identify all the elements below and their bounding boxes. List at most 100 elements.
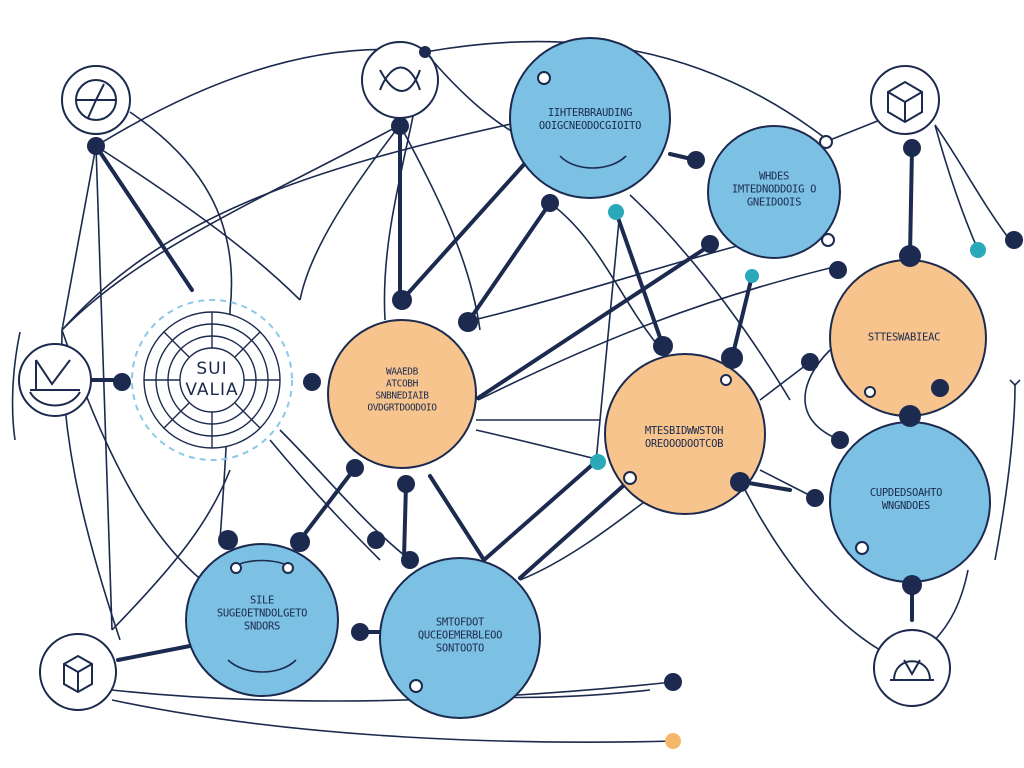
edge: [299, 124, 401, 301]
node-bottom-left[interactable]: [185, 543, 339, 697]
connector-dot[interactable]: [806, 489, 824, 507]
edge: [629, 194, 791, 401]
open-ring[interactable]: [819, 135, 833, 149]
connector-dot[interactable]: [541, 194, 559, 212]
cube-icon[interactable]: [870, 65, 940, 135]
label-line: ATCOBH: [386, 378, 418, 390]
edge: [595, 209, 621, 463]
connector-dot[interactable]: [367, 531, 385, 549]
connector-dot[interactable]: [290, 532, 310, 552]
connector-dot[interactable]: [351, 623, 369, 641]
open-ring[interactable]: [537, 71, 551, 85]
label-line: GNEIDOOIS: [746, 196, 802, 209]
connector-dot[interactable]: [1005, 231, 1023, 249]
edge: [428, 474, 486, 562]
orange-dot[interactable]: [665, 733, 681, 749]
connector-dot[interactable]: [903, 139, 921, 157]
label-line: MTESBIDWWSTOH: [644, 424, 724, 437]
label-top-center: IIHTERBRAUDING OOIGCNEODOCGIOITO: [539, 106, 642, 133]
chart-icon[interactable]: [18, 343, 92, 417]
label-line: SUGEOETNDOLGETO: [216, 607, 308, 620]
open-ring[interactable]: [230, 562, 242, 574]
label-line: SONTOOTO: [435, 642, 485, 655]
connector-dot[interactable]: [391, 117, 409, 135]
connector-dot[interactable]: [829, 261, 847, 279]
connector-dot[interactable]: [653, 336, 673, 356]
connector-dot[interactable]: [401, 551, 419, 569]
edge: [929, 569, 969, 646]
connector-dot[interactable]: [899, 245, 921, 267]
label-line: OVDGRTDOODOIO: [367, 401, 437, 413]
connector-dot[interactable]: [664, 673, 682, 691]
edge: [402, 482, 408, 560]
open-ring[interactable]: [855, 541, 869, 555]
connector-dot[interactable]: [87, 137, 105, 155]
open-ring[interactable]: [821, 233, 835, 247]
label-line: SILE: [249, 594, 275, 607]
arrowhead: [1009, 379, 1021, 386]
node-middle-orange[interactable]: [604, 353, 766, 515]
node-top-right[interactable]: [707, 125, 841, 259]
label-center-orange: WAAEDB ATCOBH SNBNEDIAIB OVDGRTDOODOIO: [367, 366, 437, 414]
label-line: QUCEOEMERBLEOO: [417, 629, 503, 642]
label-bottom-center: SMTOFDOT QUCEOEMERBLEOO SONTOOTO: [417, 616, 503, 655]
edge: [759, 361, 811, 401]
connector-dot[interactable]: [687, 151, 705, 169]
node-center-orange[interactable]: [327, 319, 477, 469]
open-rings: [230, 71, 876, 693]
label-middle-orange: MTESBIDWWSTOH OREOOODOOTCOB: [644, 424, 724, 451]
nodes: [185, 37, 991, 719]
cube-small-icon[interactable]: [39, 633, 117, 711]
connector-dot[interactable]: [899, 405, 921, 427]
open-ring[interactable]: [720, 374, 732, 386]
edge: [518, 476, 634, 580]
connector-dot[interactable]: [397, 475, 415, 493]
connector-dot[interactable]: [721, 347, 743, 369]
label-line: SNDORS: [243, 620, 281, 633]
teal-dot[interactable]: [970, 242, 986, 258]
edge: [279, 429, 411, 561]
connector-dot[interactable]: [701, 235, 719, 253]
connector-dot[interactable]: [218, 530, 238, 550]
label-line: IIHTERBRAUDING: [547, 106, 633, 119]
connector-dot[interactable]: [730, 472, 750, 492]
edge: [116, 643, 197, 662]
teal-dot[interactable]: [590, 454, 606, 470]
node-bottom-center[interactable]: [379, 557, 541, 719]
edge: [111, 681, 674, 702]
connector-dot[interactable]: [392, 290, 412, 310]
edge: [759, 469, 816, 499]
open-ring[interactable]: [409, 679, 423, 693]
open-ring[interactable]: [864, 386, 876, 398]
edge: [476, 242, 714, 400]
teal-dot[interactable]: [608, 204, 624, 220]
connector-dot[interactable]: [902, 575, 922, 595]
connector-dot[interactable]: [113, 373, 131, 391]
open-ring[interactable]: [623, 471, 637, 485]
connector-dot[interactable]: [458, 312, 478, 332]
compass-icon[interactable]: [61, 65, 131, 135]
open-ring[interactable]: [282, 562, 294, 574]
connector-dot[interactable]: [831, 431, 849, 449]
teal-dot[interactable]: [745, 269, 759, 283]
edge: [908, 146, 914, 258]
connector-dot[interactable]: [801, 353, 819, 371]
helmet-icon[interactable]: [873, 629, 951, 707]
connector-dot[interactable]: [419, 46, 431, 58]
globe-icon[interactable]: [361, 41, 439, 119]
edge: [95, 145, 301, 301]
hub-halo: [131, 299, 293, 461]
smile-arc: [559, 155, 627, 169]
connector-dot[interactable]: [303, 373, 321, 391]
connector-dot[interactable]: [346, 459, 364, 477]
edge: [94, 144, 194, 292]
label-line: WNGNDOES: [881, 500, 931, 512]
edge: [614, 210, 665, 348]
label-line: IMTEDNODDOIG O: [731, 183, 817, 196]
hub-spoke: [163, 402, 190, 429]
sui-valia-hub[interactable]: [143, 311, 281, 449]
accent-dots: [590, 204, 986, 749]
label-line: CUPDEDSOAHTO: [869, 486, 943, 499]
connector-dot[interactable]: [931, 379, 949, 397]
